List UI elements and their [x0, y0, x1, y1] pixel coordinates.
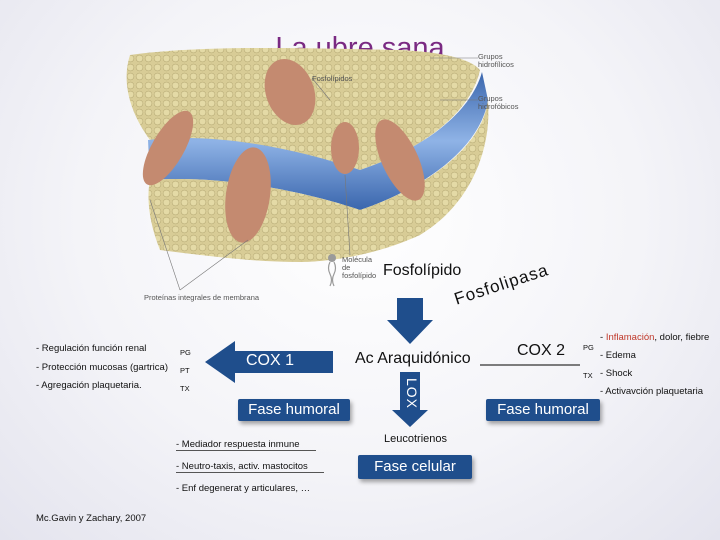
left-code-tx: TX [180, 384, 190, 393]
membrane-protein [142, 110, 194, 186]
label-molecula-fosfolipido: Molécula de fosfolípido [342, 255, 377, 280]
lox-effect-degenerativas: - Enf degenerat y articulares, … [176, 483, 311, 494]
down-arrow-icon [387, 298, 433, 344]
left-effect-plaquetaria: - Agregación plaquetaria. [36, 380, 142, 391]
membrane-protein [225, 147, 271, 243]
label-fosfolipidos: Fosfolípidos [312, 74, 353, 83]
fase-humoral-left-box: Fase humoral [238, 399, 350, 421]
cox1-label: COX 1 [246, 352, 295, 369]
left-code-pg: PG [180, 348, 191, 357]
membrane-protein [375, 119, 425, 201]
left-effect-mucosas: - Protección mucosas (gartrica) [36, 362, 168, 373]
fase-humoral-right-box: Fase humoral [486, 399, 600, 421]
right-effect-inflamacion: - Inflamación, dolor, fiebre [600, 332, 710, 343]
right-code-tx: TX [583, 371, 593, 380]
cox2-label: COX 2 [517, 342, 566, 359]
lox-effect-neutrotaxis: - Neutro-taxis, activ. mastocitos [176, 461, 324, 473]
membrane-protein [331, 122, 359, 174]
right-code-pg: PG [583, 343, 594, 352]
left-code-pt: PT [180, 366, 190, 375]
leucotrienos-label: Leucotrienos [384, 433, 447, 445]
membrane-protein [264, 59, 316, 125]
ac-araquidonico-label: Ac Araquidónico [355, 350, 471, 367]
cox1-arrow-icon [205, 341, 333, 383]
fase-celular-box: Fase celular [358, 455, 472, 479]
lox-arrow-icon [392, 372, 428, 427]
lox-label: LOX [404, 378, 420, 410]
right-effect-edema: - Edema [600, 350, 636, 361]
cox2-line [480, 364, 580, 366]
fosfolipido-label: Fosfolípido [383, 262, 462, 279]
label-grupos-hidrofobicos: Grupos hidrofóbicos [478, 94, 519, 111]
label-proteinas-integrales: Proteínas integrales de membrana [144, 293, 260, 302]
citation: Mc.Gavin y Zachary, 2007 [36, 513, 147, 524]
right-effect-activacion: - Activavción plaquetaria [600, 386, 703, 397]
lox-effect-inmune: - Mediador respuesta inmune [176, 439, 316, 451]
phospholipid-molecule-icon [327, 254, 337, 287]
left-effect-renal: - Regulación función renal [36, 343, 147, 354]
label-grupos-hidrofilicos: Grupos hidrofílicos [478, 52, 514, 69]
right-effect-shock: - Shock [600, 368, 633, 379]
